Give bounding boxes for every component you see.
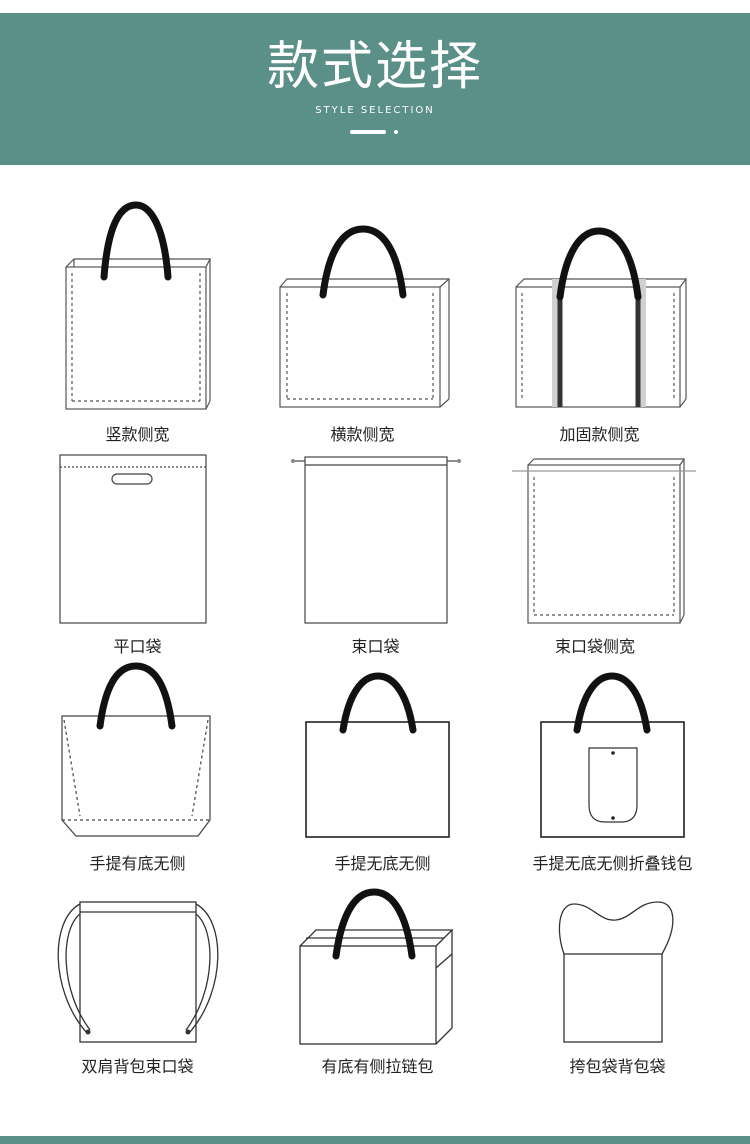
- title-decoration: [350, 129, 398, 135]
- handle-no-bottom-no-side-bag-icon: [305, 672, 450, 838]
- page-subtitle: STYLE SELECTION: [315, 105, 435, 116]
- style-label: 束口袋: [351, 637, 400, 656]
- vertical-side-gusset-bag-icon: [65, 201, 211, 410]
- style-item-2[interactable]: 横款侧宽: [275, 195, 450, 450]
- decoration-dot: [394, 130, 398, 134]
- reinforced-side-gusset-bag-icon: [515, 227, 687, 408]
- style-label: 双肩背包束口袋: [81, 1057, 194, 1076]
- zipper-bag-icon: [299, 888, 454, 1045]
- style-item-12[interactable]: 挎包袋背包袋: [530, 880, 705, 1080]
- flat-die-cut-bag-icon: [59, 454, 207, 624]
- style-label: 挎包袋背包袋: [569, 1057, 666, 1076]
- drawstring-bag-icon: [291, 456, 461, 624]
- footer-bar: [0, 1136, 750, 1144]
- style-item-1[interactable]: 竖款侧宽: [50, 195, 225, 450]
- header-banner: 款式选择 STYLE SELECTION: [0, 13, 750, 165]
- style-item-3[interactable]: 加固款侧宽: [512, 195, 687, 450]
- style-label: 手提有底无侧: [89, 854, 186, 873]
- style-label: 横款侧宽: [330, 425, 395, 444]
- style-label: 加固款侧宽: [559, 425, 640, 444]
- style-label: 手提无底无侧: [334, 854, 431, 873]
- handle-bottom-no-side-bag-icon: [61, 662, 211, 837]
- decoration-bar: [350, 130, 386, 134]
- style-label: 竖款侧宽: [105, 425, 170, 444]
- style-item-11[interactable]: 有底有侧拉链包: [290, 880, 465, 1080]
- style-item-7[interactable]: 手提有底无侧: [50, 660, 225, 875]
- backpack-drawstring-bag-icon: [57, 901, 219, 1043]
- style-item-8[interactable]: 手提无底无侧: [295, 660, 470, 875]
- style-item-9[interactable]: 手提无底无侧折叠钱包: [525, 660, 700, 875]
- style-item-4[interactable]: 平口袋: [50, 445, 225, 660]
- foldable-wallet-bag-icon: [540, 672, 685, 838]
- style-item-5[interactable]: 束口袋: [288, 445, 463, 660]
- page-title: 款式选择: [266, 37, 483, 97]
- style-label: 手提无底无侧折叠钱包: [532, 854, 693, 873]
- style-label: 平口袋: [113, 637, 162, 656]
- style-label: 束口袋侧宽: [554, 637, 635, 656]
- shoulder-backpack-bag-icon: [558, 901, 674, 1043]
- style-label: 有底有侧拉链包: [321, 1057, 434, 1076]
- drawstring-side-gusset-bag-icon: [512, 458, 696, 624]
- horizontal-side-gusset-bag-icon: [279, 225, 450, 408]
- style-item-6[interactable]: 束口袋侧宽: [512, 445, 702, 660]
- style-item-10[interactable]: 双肩背包束口袋: [50, 880, 225, 1080]
